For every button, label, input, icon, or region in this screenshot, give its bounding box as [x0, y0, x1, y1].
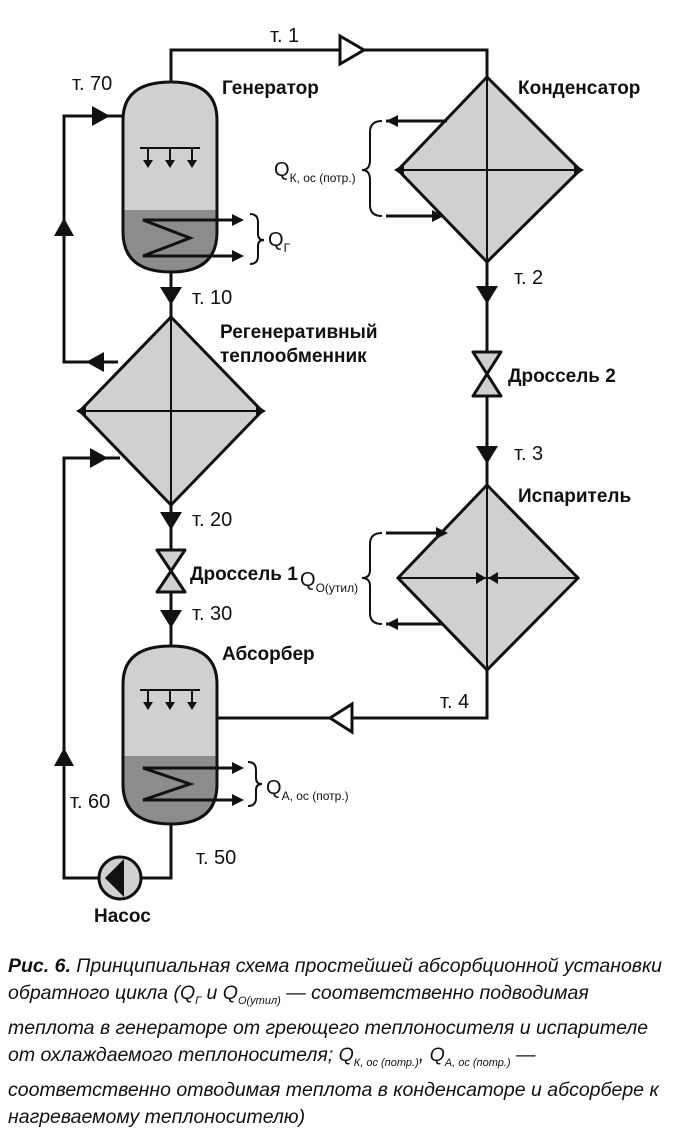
figure-caption: Рис. 6. Принципиальная схема простейшей …	[8, 953, 680, 1131]
label-qo-main: Q	[300, 569, 316, 591]
regenerative-exchanger-diamond	[76, 314, 266, 508]
absorption-cycle-diagram: т. 1 т. 70 т. 10 т. 2 т. 3 т. 20 т. 30 т…	[54, 25, 640, 927]
label-qa: QА, ос (потр.)	[266, 777, 349, 803]
qa-brace	[247, 761, 263, 807]
label-qa-main: Q	[266, 777, 282, 799]
label-t70: т. 70	[72, 73, 112, 95]
generator-vessel	[121, 80, 244, 274]
condenser-diamond	[361, 74, 584, 265]
throttle-1	[155, 548, 187, 594]
label-generator: Генератор	[222, 78, 319, 99]
label-pump: Насос	[94, 906, 151, 927]
caption-sub-2: О(утил)	[237, 994, 281, 1007]
evaporator-diamond	[361, 482, 581, 673]
caption-lead: Рис. 6.	[8, 955, 71, 977]
throttle-2	[471, 350, 503, 398]
caption-part-2: и Q	[201, 982, 238, 1004]
label-qo-sub: О(утил)	[316, 581, 359, 595]
pump-icon	[97, 855, 143, 901]
caption-part-4: , Q	[418, 1043, 445, 1066]
label-qg-main: Q	[268, 229, 284, 251]
label-qa-sub: А, ос (потр.)	[282, 789, 349, 803]
label-absorber: Абсорбер	[222, 644, 315, 665]
absorber-vessel	[121, 644, 244, 826]
qg-brace	[249, 213, 265, 265]
caption-part-5: — соответственно отводимая теплота в кон…	[8, 1043, 659, 1128]
label-t10: т. 10	[192, 287, 232, 309]
label-t20: т. 20	[192, 509, 232, 531]
label-throttle2: Дроссель 2	[508, 366, 616, 387]
label-regenerative-1: Регенеративный	[220, 322, 378, 343]
caption-sub-4: А, ос (потр.)	[444, 1056, 511, 1069]
caption-sub-3: К, ос (потр.)	[353, 1056, 419, 1069]
caption-sub-1: Г	[195, 994, 202, 1007]
label-qg-sub: Г	[284, 241, 291, 255]
label-qk-main: Q	[274, 159, 290, 181]
label-qo: QО(утил)	[300, 569, 358, 595]
label-t3: т. 3	[514, 443, 543, 465]
label-qk-sub: К, ос (потр.)	[290, 171, 356, 185]
caption-part-1: Принципиальная схема простейшей абсорбци…	[8, 955, 663, 1004]
label-t50: т. 50	[196, 847, 236, 869]
label-qg: QГ	[268, 229, 291, 255]
label-t2: т. 2	[514, 267, 543, 289]
label-t30: т. 30	[192, 603, 232, 625]
label-condenser: Конденсатор	[518, 78, 640, 99]
label-qk: QК, ос (потр.)	[274, 159, 356, 185]
flow-arrows	[54, 33, 498, 766]
label-regenerative-2: теплообменник	[220, 346, 367, 367]
caption-part-3: — соответственно подводимая теплота в ге…	[8, 982, 649, 1066]
label-t1: т. 1	[270, 25, 299, 47]
label-t4: т. 4	[440, 691, 469, 713]
label-t60: т. 60	[70, 791, 110, 813]
label-evaporator: Испаритель	[518, 486, 631, 507]
label-throttle1: Дроссель 1	[190, 564, 298, 585]
